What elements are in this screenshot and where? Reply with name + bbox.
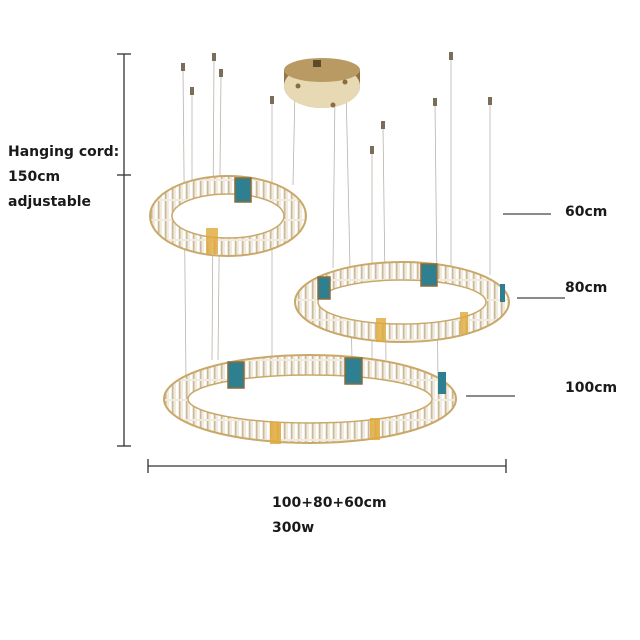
total-sizes-label: 100+80+60cm [272,495,387,511]
power-label: 300w [272,520,315,536]
ring-80cm [294,261,510,343]
hanging-cord-length: 150cm [8,169,61,185]
horizontal-dimension-line [147,459,507,473]
ceiling-canopy [284,58,360,108]
ring-100cm [163,354,457,444]
ring-size-80cm: 80cm [565,280,608,296]
hanging-cord-label: Hanging cord: [8,144,120,160]
hanging-cord-adjustable: adjustable [8,194,92,210]
ring-pointer-lines [466,213,565,397]
vertical-dimension-line [117,53,131,447]
ring-size-60cm: 60cm [565,204,608,220]
cable-grippers [181,52,492,154]
ring-60cm [149,175,307,257]
ring-size-100cm: 100cm [565,380,618,396]
